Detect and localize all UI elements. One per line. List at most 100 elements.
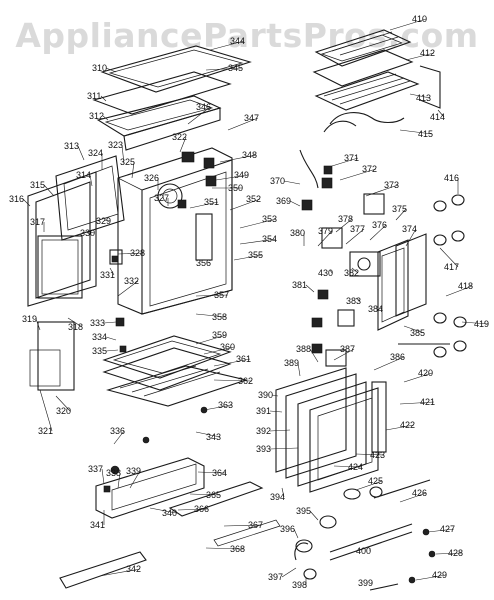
leader-line-412 [405, 52, 435, 61]
callout-348: 348 [242, 150, 257, 160]
callout-372: 372 [362, 164, 377, 174]
leader-line-381 [305, 284, 315, 293]
callout-336: 336 [110, 426, 125, 436]
leader-line-315 [43, 184, 55, 197]
callout-357: 357 [214, 290, 229, 300]
leader-line-345 [205, 67, 243, 71]
callout-354: 354 [262, 234, 277, 244]
oven-body-left [27, 155, 125, 391]
leader-line-322 [179, 136, 187, 153]
leader-line-330 [89, 231, 95, 234]
callout-327: 327 [154, 193, 169, 203]
leader-line-349 [215, 174, 249, 181]
callout-labels: 3103113123133143153163173183193203213223… [9, 14, 489, 590]
callout-422: 422 [400, 420, 415, 430]
leader-line-314 [89, 174, 93, 187]
callout-373: 373 [384, 180, 399, 190]
leader-line-354 [239, 238, 277, 245]
oven-cavity [109, 147, 233, 315]
callout-312: 312 [89, 111, 104, 121]
callout-316: 316 [9, 194, 24, 204]
callout-345: 345 [228, 63, 243, 73]
leader-line-334 [105, 336, 117, 341]
leader-line-394 [281, 487, 285, 498]
callout-360: 360 [220, 342, 235, 352]
callout-385: 385 [410, 328, 425, 338]
callout-315: 315 [30, 180, 45, 190]
leader-line-325 [131, 161, 135, 179]
leader-line-359 [195, 334, 227, 345]
callout-419: 419 [474, 319, 489, 329]
leader-line-422 [385, 424, 415, 431]
leader-line-335 [105, 349, 119, 352]
leader-line-332 [117, 280, 139, 297]
callout-370: 370 [270, 176, 285, 186]
callout-320: 320 [56, 406, 71, 416]
callout-365: 365 [206, 490, 221, 500]
callout-374: 374 [402, 224, 417, 234]
callout-346: 346 [196, 102, 211, 112]
small-parts [103, 149, 467, 591]
leader-line-353 [239, 218, 277, 229]
leader-line-318 [67, 317, 83, 328]
leader-line-331 [109, 267, 115, 276]
callout-399: 399 [358, 578, 373, 588]
leader-line-423 [355, 453, 385, 456]
callout-332: 332 [124, 276, 139, 286]
callout-418: 418 [458, 281, 473, 291]
callout-384: 384 [368, 304, 383, 314]
leader-line-371 [331, 157, 359, 167]
leader-line-310 [105, 67, 117, 73]
leader-line-337 [101, 468, 105, 485]
callout-371: 371 [344, 153, 359, 163]
callout-328: 328 [130, 248, 145, 258]
callout-394: 394 [270, 492, 285, 502]
leader-line-375 [395, 208, 407, 221]
leader-line-390 [271, 394, 279, 397]
callout-361: 361 [236, 354, 251, 364]
leader-line-321 [39, 389, 53, 432]
callout-344: 344 [230, 36, 245, 46]
leader-line-342 [99, 568, 141, 577]
callout-325: 325 [120, 157, 135, 167]
callout-356: 356 [196, 258, 211, 268]
leader-line-391 [269, 410, 283, 413]
leader-line-419 [461, 321, 489, 325]
callout-310: 310 [92, 63, 107, 73]
cooktop-frame [92, 45, 252, 151]
leader-line-426 [399, 492, 427, 503]
leader-line-358 [195, 313, 227, 318]
callout-366: 366 [194, 504, 209, 514]
leader-line-429 [415, 574, 447, 581]
callout-368: 368 [230, 544, 245, 554]
leader-line-372 [339, 168, 377, 181]
callout-410: 410 [412, 14, 427, 24]
callout-380: 380 [290, 228, 305, 238]
oven-door [275, 349, 387, 493]
leader-line-344 [209, 40, 245, 51]
callout-359: 359 [212, 330, 227, 340]
leader-line-320 [55, 395, 71, 412]
callout-396: 396 [280, 524, 295, 534]
callout-342: 342 [126, 564, 141, 574]
callout-426: 426 [412, 488, 427, 498]
leader-line-413 [409, 93, 431, 99]
callout-415: 415 [418, 129, 433, 139]
callout-362: 362 [238, 376, 253, 386]
leader-line-316 [22, 198, 31, 207]
callout-429: 429 [432, 570, 447, 580]
callout-417: 417 [444, 262, 459, 272]
leader-line-396 [293, 528, 299, 539]
callout-388: 388 [296, 344, 311, 354]
callout-326: 326 [144, 173, 159, 183]
callout-318: 318 [68, 322, 83, 332]
leader-line-392 [269, 429, 291, 432]
callout-369: 369 [276, 196, 291, 206]
leader-line-397 [281, 567, 297, 578]
callout-427: 427 [440, 524, 455, 534]
leader-line-311 [100, 95, 107, 102]
callout-400: 400 [356, 546, 371, 556]
oven-racks [102, 335, 249, 407]
